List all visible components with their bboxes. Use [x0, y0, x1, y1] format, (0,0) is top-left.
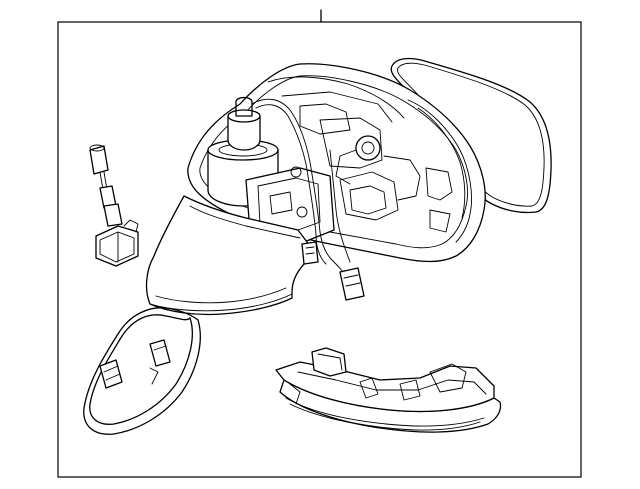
diagram-frame [57, 21, 582, 478]
turn-signal-lamp [275, 347, 502, 433]
wiring-harness-loop [83, 307, 201, 435]
housing-connector-pair [301, 241, 365, 301]
mirror-housing-assembly [145, 63, 486, 316]
harness-connector-small [89, 144, 139, 267]
